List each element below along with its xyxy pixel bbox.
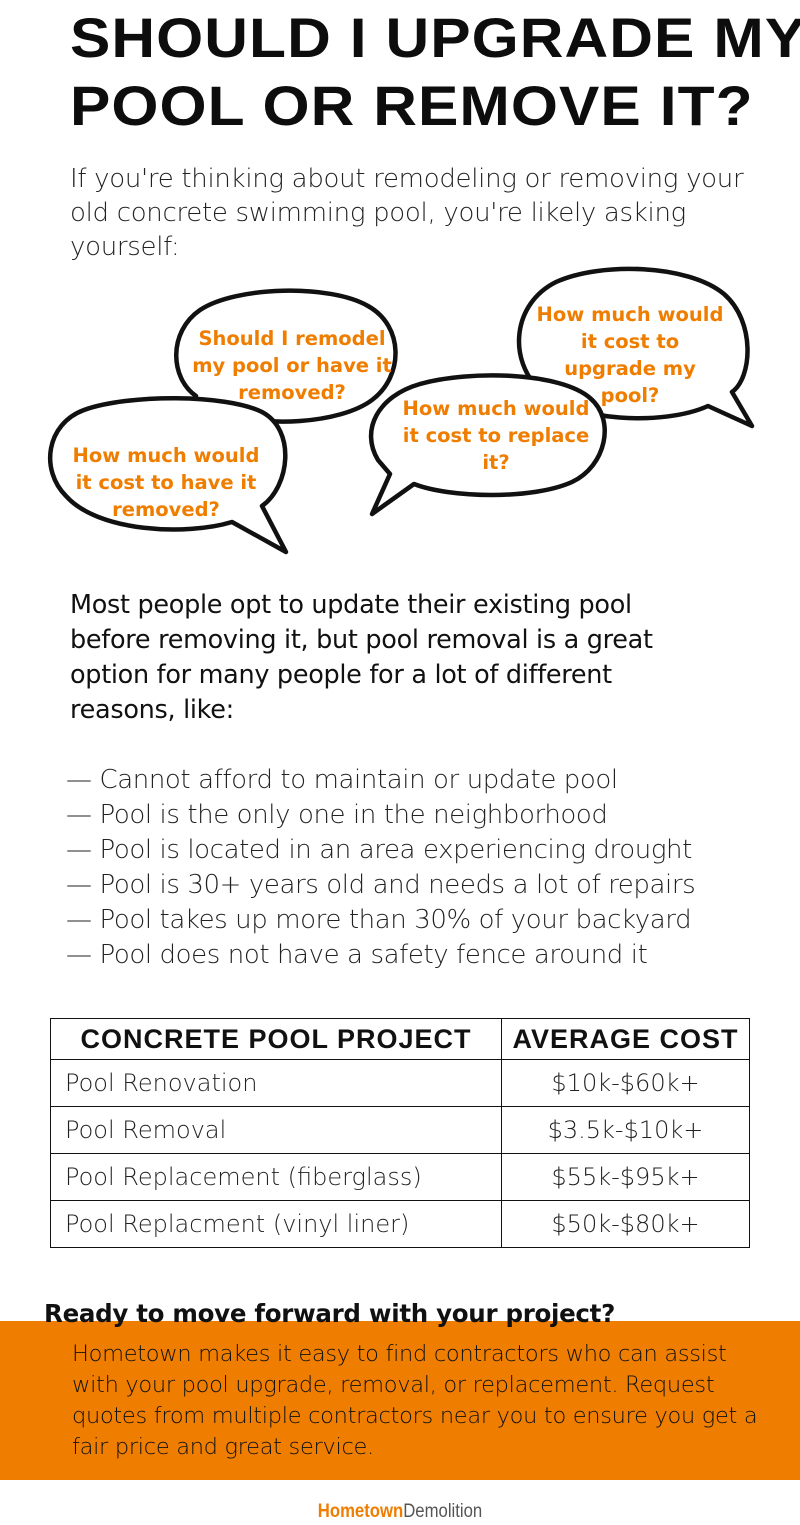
question-remodel: Should I remodel my pool or have it remo… [192, 327, 392, 404]
list-item: — Pool is the only one in the neighborho… [66, 800, 608, 830]
project-cell: Pool Replacement (fiberglass) [50, 1153, 502, 1201]
list-item: — Cannot afford to maintain or update po… [66, 765, 618, 795]
cost-cell: $10k-$60k+ [501, 1059, 750, 1107]
project-cell: Pool Renovation [50, 1059, 502, 1107]
table-header-row: Concrete Pool Project Average Cost [50, 1018, 750, 1060]
speech-bubble-remodel [174, 288, 398, 433]
cost-cell: $3.5k-$10k+ [501, 1106, 750, 1154]
list-item: — Pool does not have a safety fence arou… [66, 940, 648, 970]
list-item: — Pool takes up more than 30% of your ba… [66, 905, 692, 935]
lead-text: Most people opt to update their existing… [70, 590, 653, 725]
question-replace: How much would it cost to replace it? [402, 397, 590, 474]
project-cell: Pool Replacment (vinyl liner) [50, 1200, 502, 1248]
table-row: Pool Removal $3.5k-$10k+ [50, 1106, 750, 1154]
cost-table: Concrete Pool Project Average Cost Pool … [50, 1018, 750, 1248]
table-row: Pool Replacment (vinyl liner) $50k-$80k+ [50, 1200, 750, 1248]
speech-bubble-upgrade [516, 266, 755, 429]
brand-logo: HometownDemolition [48, 1499, 752, 1525]
table-row: Pool Replacement (fiberglass) $55k-$95k+ [50, 1153, 750, 1201]
speech-bubble-removed [47, 396, 289, 555]
cta-heading: Ready to move forward with your project? [44, 1299, 615, 1328]
cost-cell: $55k-$95k+ [501, 1153, 750, 1201]
question-removed: How much would it cost to have it remove… [72, 444, 260, 521]
project-cell: Pool Removal [50, 1106, 502, 1154]
question-upgrade: How much would it cost to upgrade my poo… [536, 303, 724, 407]
intro-text: If you're thinking about remodeling or r… [70, 164, 744, 262]
reasons-list: — Cannot afford to maintain or update po… [66, 763, 800, 973]
cta-band [0, 1321, 800, 1480]
list-item: — Pool is 30+ years old and needs a lot … [66, 870, 696, 900]
speech-bubble-replace [368, 373, 607, 517]
cost-cell: $50k-$80k+ [501, 1200, 750, 1248]
cta-body: Hometown makes it easy to find contracto… [72, 1341, 758, 1460]
column-header-cost: Average Cost [501, 1018, 750, 1060]
list-item: — Pool is located in an area experiencin… [66, 835, 692, 865]
table-row: Pool Renovation $10k-$60k+ [50, 1059, 750, 1107]
brand-logo-secondary: Demolition [403, 1501, 483, 1522]
page-title: Should I upgrade my pool or remove it? [70, 6, 800, 137]
column-header-project: Concrete Pool Project [50, 1018, 502, 1060]
speech-bubble-graphics [47, 266, 755, 555]
brand-logo-primary: Hometown [317, 1501, 404, 1522]
question-bubbles: Should I remodel my pool or have it remo… [0, 260, 800, 570]
